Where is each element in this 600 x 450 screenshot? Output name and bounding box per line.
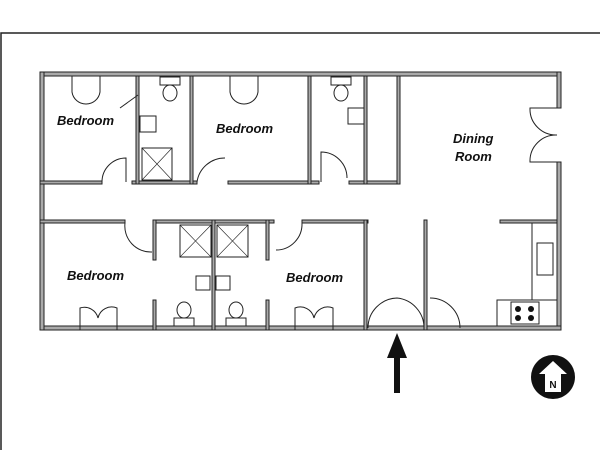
door-bath-2[interactable] (320, 151, 348, 182)
door-bedroom-4[interactable] (275, 222, 303, 251)
door-bedroom-3[interactable] (124, 222, 153, 253)
room-label-bedroom: Bedroom (57, 113, 115, 128)
toilet-tank (330, 76, 352, 86)
sink-icon (215, 275, 231, 291)
kitchen-sink-icon (536, 242, 554, 276)
toilet-icon (176, 301, 192, 319)
window-bedroom-4 (294, 306, 334, 330)
entrance-door[interactable] (367, 297, 425, 329)
fixtures (139, 76, 554, 327)
window-bedroom-1 (71, 76, 101, 105)
door-entry-hall[interactable] (429, 297, 461, 329)
room-label-bedroom: Bedroom (286, 270, 344, 285)
door-dining-balcony[interactable] (529, 107, 558, 163)
room-label-dining-2: Room (455, 149, 492, 164)
frame-border (0, 32, 600, 450)
toilet-tank (159, 76, 181, 86)
door-bath-1[interactable] (119, 94, 139, 109)
sink-icon (347, 107, 365, 125)
toilet-icon (333, 84, 349, 102)
door-bedroom-2[interactable] (196, 157, 226, 183)
toilet-icon (228, 301, 244, 319)
window-bedroom-3 (79, 306, 118, 330)
compass-label: N (549, 380, 556, 391)
room-label-dining: Dining (453, 131, 493, 146)
room-label-bedroom: Bedroom (67, 268, 125, 283)
stove-icon (510, 301, 540, 325)
sink-icon (139, 115, 157, 133)
doors (71, 76, 558, 330)
arrow-up-icon (387, 333, 407, 393)
sink-icon (195, 275, 211, 291)
door-bedroom-1[interactable] (101, 157, 127, 183)
north-compass-icon: N (531, 355, 575, 399)
room-label-bedroom: Bedroom (216, 121, 274, 136)
walls (39, 71, 562, 331)
toilet-icon (162, 84, 178, 102)
window-bedroom-2 (229, 76, 259, 105)
